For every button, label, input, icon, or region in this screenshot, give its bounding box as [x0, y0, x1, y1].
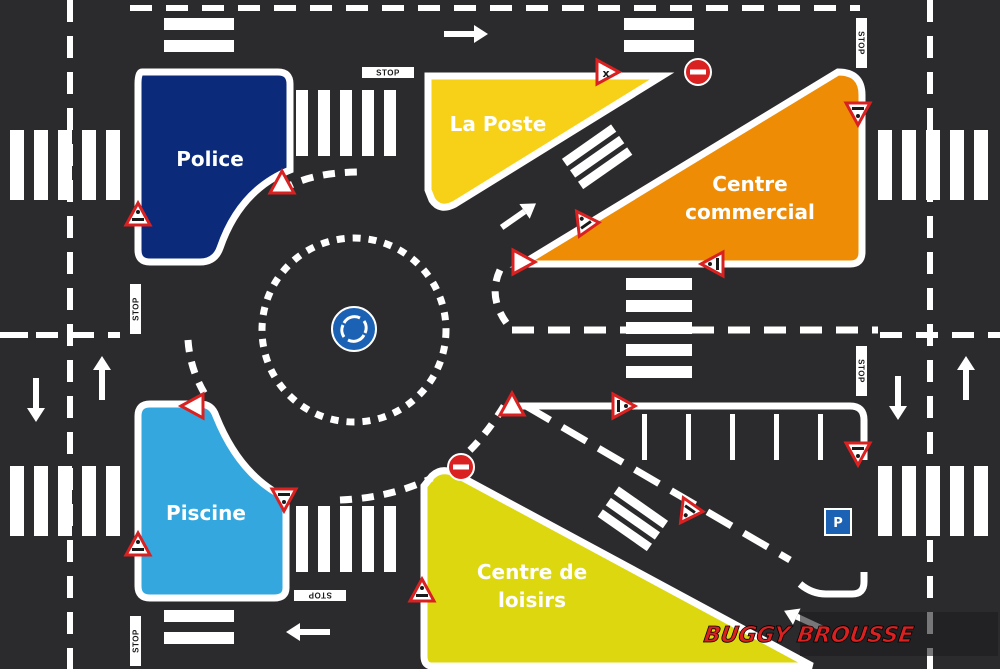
zebra-right-top [878, 130, 988, 200]
zebra-left-bottom [10, 466, 120, 536]
arrow-icon [499, 203, 537, 230]
arrow-icon [27, 378, 45, 422]
pedestrian-crossing-icon [123, 529, 153, 557]
stop-marking: STOP [857, 359, 866, 383]
parking-label: P [833, 516, 843, 531]
yield-icon [267, 167, 297, 195]
centre-loisirs-block [420, 467, 814, 669]
zebra-top-right [624, 18, 694, 52]
pedestrian-crossing-icon [611, 391, 639, 421]
zebra-diagonal-top [561, 124, 633, 190]
zebra-top-left [164, 18, 234, 52]
no-entry-icon [684, 58, 712, 86]
centre-commercial-label-1: Centre [712, 172, 787, 196]
zebra-left-top [10, 130, 120, 200]
pedestrian-crossing-icon [843, 441, 873, 469]
warning-signs: x [123, 57, 873, 603]
zebra-near-piscine [296, 506, 396, 572]
parking-icon: P [824, 508, 852, 536]
no-entry-signs [447, 58, 712, 481]
buildings [134, 68, 866, 669]
arrow-icon [957, 356, 975, 400]
pedestrian-crossing-icon [843, 101, 873, 129]
stop-marking: STOP [132, 629, 141, 653]
pedestrian-crossing-icon [574, 208, 602, 239]
arrow-icon [444, 25, 488, 43]
yield-icon [511, 247, 539, 277]
police-label: Police [176, 147, 244, 171]
roundabout-icon [331, 306, 377, 352]
yield-icon [177, 391, 205, 421]
parking-stalls [642, 414, 823, 460]
stop-marking: STOP [132, 297, 141, 321]
zebra-bottom-left [164, 610, 234, 644]
brand-logo: BUGGY BROUSSE [702, 612, 998, 656]
pedestrian-crossing-icon [697, 249, 725, 279]
centre-commercial-block [509, 68, 866, 268]
centre-loisirs-label-2: loisirs [498, 588, 566, 612]
stop-marking: STOP [376, 69, 400, 78]
pedestrian-crossing-icon [269, 487, 299, 515]
police-block [134, 68, 294, 266]
arrow-icon [889, 376, 907, 420]
arrow-icon [286, 623, 330, 641]
piscine-block [134, 400, 290, 602]
zebra-diagonal-bottom [597, 486, 669, 552]
road-borders [512, 326, 878, 598]
no-entry-x: x [602, 67, 609, 80]
brand-text: BUGGY BROUSSE [702, 622, 915, 648]
zebra-crossings [10, 18, 988, 644]
pedestrian-crossing-icon [123, 199, 153, 227]
la-poste-label: La Poste [450, 112, 547, 136]
yield-icon: x [595, 57, 623, 87]
roundabout-island [258, 234, 450, 426]
no-entry-icon [447, 453, 475, 481]
la-poste-block [424, 72, 675, 211]
stop-marking: STOP [308, 591, 332, 600]
piscine-label: Piscine [166, 501, 246, 525]
stop-markings: STOP STOP STOP STOP STOP STOP [130, 18, 867, 666]
yield-icon [497, 389, 527, 417]
zebra-near-police [296, 90, 396, 156]
stop-marking: STOP [857, 31, 866, 55]
centre-loisirs-label-1: Centre de [477, 560, 587, 584]
arrow-icon [93, 356, 111, 400]
pedestrian-crossing-icon [407, 575, 437, 603]
centre-commercial-label-2: commercial [685, 200, 815, 224]
zebra-right-bottom [878, 466, 988, 536]
pedestrian-crossing-icon [678, 495, 706, 526]
